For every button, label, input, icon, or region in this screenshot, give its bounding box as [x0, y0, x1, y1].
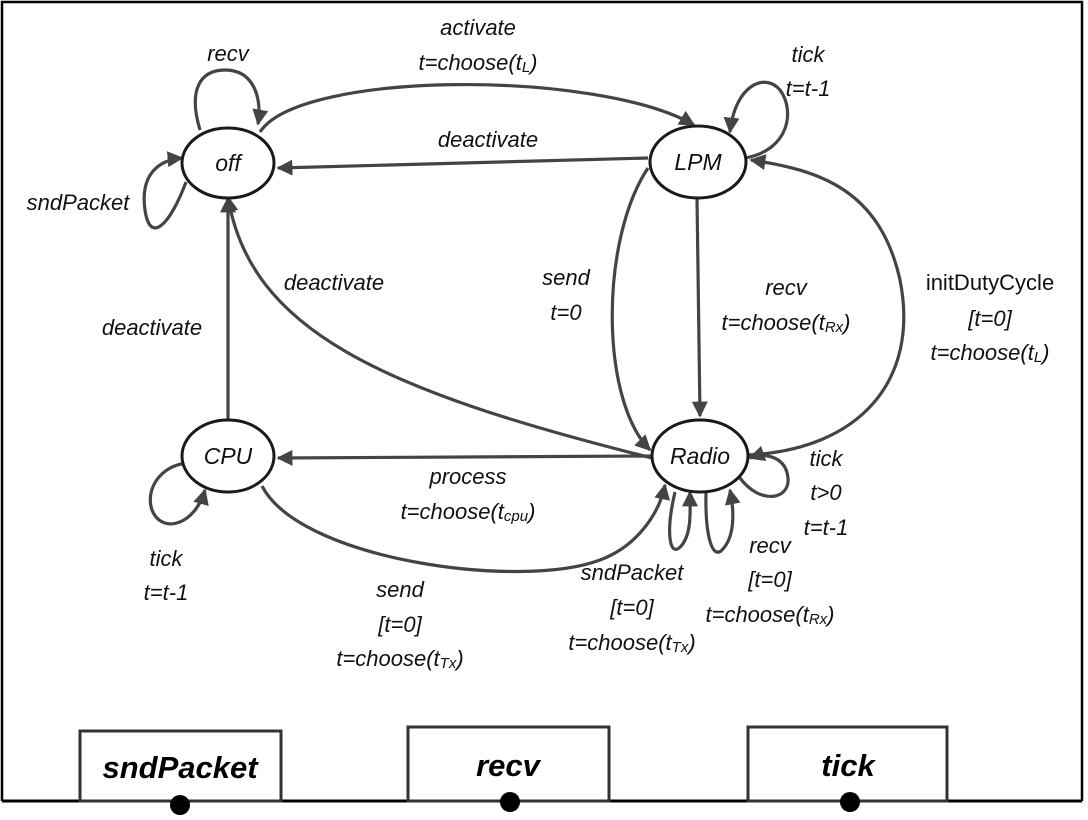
edge-lpm-to-off-deactivate — [276, 156, 649, 176]
label-initdutycycle-guard: [t=0] — [967, 306, 1012, 331]
label-radio-sndpacket: sndPacket — [581, 560, 685, 585]
label-recv-assign: t=choose(tRx) — [721, 310, 850, 336]
label-initdutycycle-assign: t=choose(tL) — [930, 340, 1049, 366]
label-initdutycycle: initDutyCycle — [926, 270, 1054, 295]
label-send: send — [542, 265, 590, 290]
port-tick: tick — [746, 725, 949, 812]
label-cpu-send: send — [376, 577, 424, 602]
label-radio-recv-guard: [t=0] — [747, 567, 792, 592]
port-recv-label: recv — [476, 748, 542, 783]
label-activate: activate — [440, 15, 516, 40]
label-radio-tick-assign: t=t-1 — [804, 515, 849, 540]
edge-off-to-lpm-activate — [258, 83, 696, 133]
edge-cpu-to-radio-send — [260, 483, 671, 574]
label-lpm-deactivate: deactivate — [438, 127, 538, 152]
label-lpm-tick-assign: t=t-1 — [786, 76, 831, 101]
label-process-assign: t=choose(tcpu) — [401, 499, 536, 525]
state-lpm-label: LPM — [674, 149, 722, 175]
label-cpu-tick-assign: t=t-1 — [144, 580, 189, 605]
label-radio-sndpacket-assign: t=choose(tTx) — [568, 630, 695, 656]
edge-radio-to-lpm-initdutycycle — [746, 154, 906, 457]
state-radio-label: Radio — [670, 443, 730, 469]
label-recv: recv — [765, 275, 809, 300]
state-lpm: LPM — [648, 124, 748, 200]
edge-lpm-to-radio-send — [610, 167, 652, 452]
label-cpu-tick: tick — [150, 546, 184, 571]
label-radio-recv: recv — [749, 533, 793, 558]
label-lpm-tick: tick — [792, 42, 826, 67]
label-radio-sndpacket-guard: [t=0] — [609, 595, 654, 620]
outer-frame — [0, 0, 1084, 801]
label-radio-tick: tick — [810, 446, 844, 471]
label-cpu-send-guard: [t=0] — [377, 612, 422, 637]
edge-radio-to-off-deactivate — [222, 195, 653, 460]
port-sndpacket-label: sndPacket — [102, 750, 259, 785]
label-radio-tick-guard: t>0 — [810, 480, 842, 505]
label-cpu-deactivate: deactivate — [102, 315, 202, 340]
label-cpu-send-assign: t=choose(tTx) — [336, 646, 463, 672]
port-tick-label: tick — [821, 748, 876, 783]
edge-radio-sndpacket-loop — [668, 490, 699, 551]
edge-radio-to-cpu-process — [276, 449, 653, 466]
port-sndpacket: sndPacket — [78, 729, 283, 815]
port-tick-connector — [840, 792, 860, 812]
label-off-sndpacket: sndPacket — [27, 190, 131, 215]
state-off-label: off — [215, 150, 243, 176]
state-cpu: CPU — [180, 418, 276, 494]
label-activate-assign: t=choose(tL) — [418, 50, 537, 76]
state-off: off — [180, 126, 276, 200]
label-process: process — [428, 464, 506, 489]
port-recv: recv — [406, 725, 611, 812]
state-cpu-label: CPU — [204, 443, 253, 469]
edge-off-sndpacket-loop — [142, 151, 188, 230]
label-radio-deactivate: deactivate — [284, 270, 384, 295]
edge-cpu-tick-loop — [148, 461, 209, 526]
label-radio-recv-assign: t=choose(tRx) — [705, 602, 834, 628]
port-sndpacket-connector — [170, 795, 190, 815]
edge-radio-recv-loop — [704, 488, 741, 554]
edge-lpm-to-radio-recv — [691, 197, 708, 418]
edge-radio-tick-loop — [738, 445, 790, 498]
state-radio: Radio — [650, 418, 750, 494]
label-send-guard: t=0 — [550, 300, 582, 325]
port-recv-connector — [500, 792, 520, 812]
edge-off-recv-loop — [193, 68, 269, 131]
edge-lpm-tick-loop — [723, 80, 790, 160]
label-off-recv: recv — [207, 41, 251, 66]
